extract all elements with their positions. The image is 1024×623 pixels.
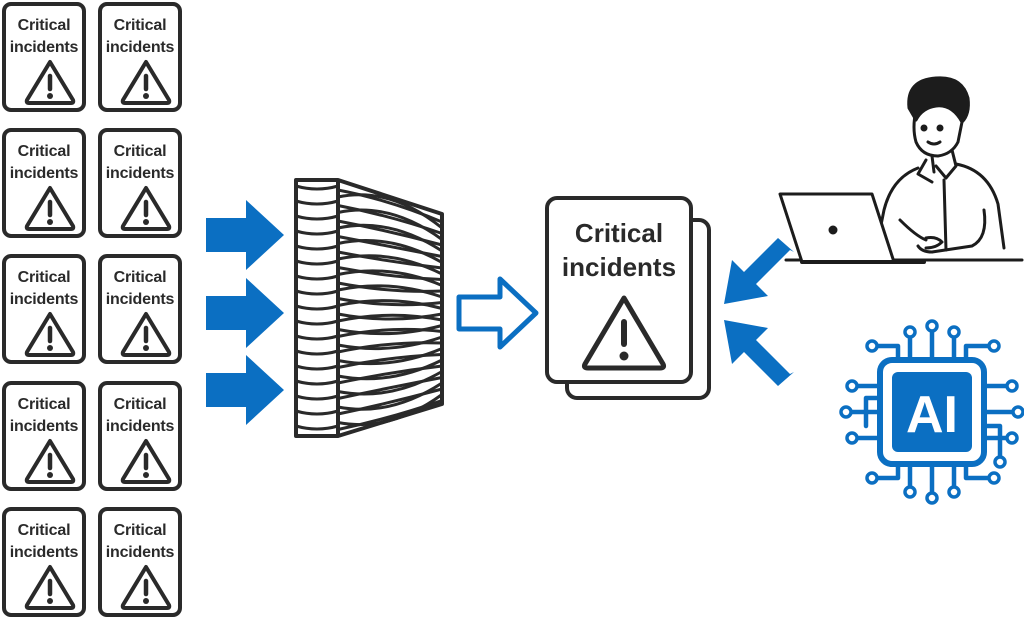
- warning-triangle-icon: [120, 60, 172, 105]
- incident-card-title-line1: Critical: [17, 269, 71, 286]
- warning-triangle-icon: [581, 295, 667, 371]
- arrow-up-left-icon: [724, 320, 794, 386]
- warning-triangle-icon: [24, 312, 76, 357]
- incident-card-title-line2: incidents: [105, 544, 175, 561]
- arrow-down-left-icon: [724, 238, 794, 304]
- filter-icon: [294, 178, 444, 438]
- incident-card-title-line1: Critical: [17, 143, 71, 160]
- incident-card-title: Critical incidents: [6, 520, 82, 564]
- incident-card: Critical incidents: [2, 254, 86, 364]
- incident-card: Critical incidents: [98, 128, 182, 238]
- incident-card-title-line1: Critical: [113, 17, 167, 34]
- incident-card-title-line2: incidents: [9, 418, 79, 435]
- incident-card-title-line2: incidents: [105, 39, 175, 56]
- warning-triangle-icon: [120, 186, 172, 231]
- incident-card-title: Critical incidents: [6, 141, 82, 185]
- incident-card-title-line2: incidents: [9, 291, 79, 308]
- warning-triangle-icon: [24, 565, 76, 610]
- warning-triangle-icon: [24, 60, 76, 105]
- incident-card-title-line2: incidents: [9, 544, 79, 561]
- incident-card-title: Critical incidents: [102, 520, 178, 564]
- incident-card: Critical incidents: [2, 2, 86, 112]
- incident-card-title-line2: incidents: [9, 39, 79, 56]
- incident-card-title: Critical incidents: [102, 267, 178, 311]
- warning-triangle-icon: [120, 439, 172, 484]
- document-front: Critical incidents: [545, 196, 693, 384]
- incident-card-title-line2: incidents: [9, 165, 79, 182]
- incident-card: Critical incidents: [2, 507, 86, 617]
- incident-card: Critical incidents: [2, 381, 86, 491]
- filtered-incidents-document: Critical incidents: [545, 196, 715, 406]
- incident-card-title-line1: Critical: [113, 269, 167, 286]
- incident-card: Critical incidents: [98, 2, 182, 112]
- document-title-line1: Critical: [574, 218, 664, 248]
- ai-chip-icon: AI: [839, 319, 1024, 505]
- incident-card: Critical incidents: [98, 381, 182, 491]
- document-title-line2: incidents: [561, 252, 677, 282]
- incident-card-title: Critical incidents: [6, 394, 82, 438]
- person-laptop-icon: [778, 76, 1024, 264]
- warning-triangle-icon: [24, 186, 76, 231]
- incident-card-title: Critical incidents: [102, 15, 178, 59]
- incident-card-title: Critical incidents: [102, 141, 178, 185]
- document-title: Critical incidents: [549, 216, 689, 284]
- arrow-right-icon: [456, 276, 539, 350]
- incident-card-title-line1: Critical: [113, 143, 167, 160]
- warning-triangle-icon: [120, 312, 172, 357]
- warning-triangle-icon: [24, 439, 76, 484]
- incident-card-title: Critical incidents: [102, 394, 178, 438]
- incident-card: Critical incidents: [98, 254, 182, 364]
- incident-card-title-line2: incidents: [105, 165, 175, 182]
- incident-card-title: Critical incidents: [6, 15, 82, 59]
- ai-chip-label: AI: [906, 386, 958, 444]
- incident-card-title-line1: Critical: [17, 396, 71, 413]
- incident-card-title-line1: Critical: [113, 522, 167, 539]
- incident-card-title-line1: Critical: [17, 17, 71, 34]
- incident-card-title: Critical incidents: [6, 267, 82, 311]
- incident-card-title-line1: Critical: [113, 396, 167, 413]
- incident-card: Critical incidents: [2, 128, 86, 238]
- arrow-right-icon: [206, 200, 284, 270]
- warning-triangle-icon: [120, 565, 172, 610]
- incident-card: Critical incidents: [98, 507, 182, 617]
- incident-card-title-line1: Critical: [17, 522, 71, 539]
- arrow-right-icon: [206, 355, 284, 425]
- incident-card-title-line2: incidents: [105, 291, 175, 308]
- arrow-right-icon: [206, 278, 284, 348]
- incident-card-title-line2: incidents: [105, 418, 175, 435]
